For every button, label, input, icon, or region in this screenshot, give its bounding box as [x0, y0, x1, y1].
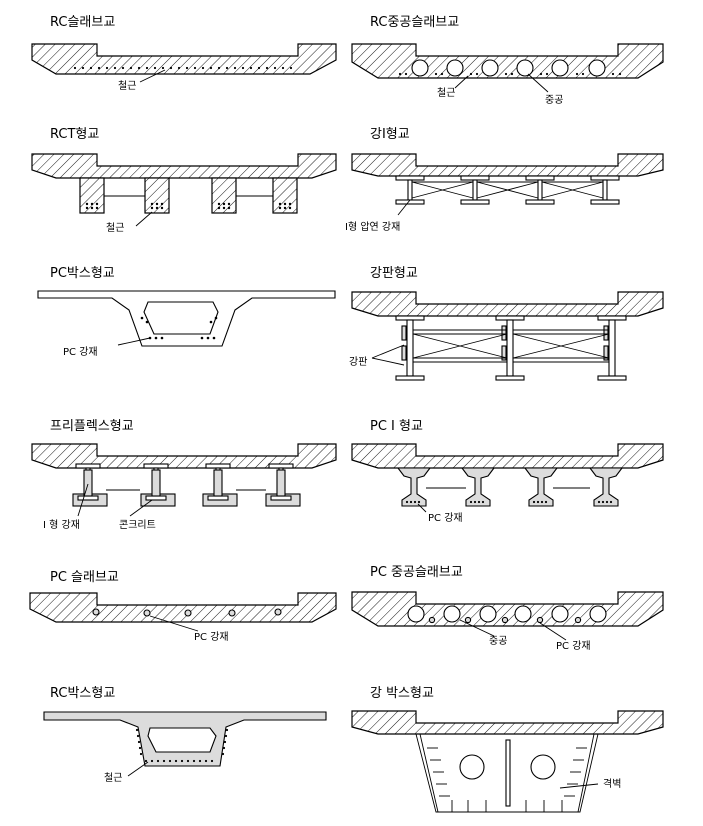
label-diaphragm: 격벽: [603, 777, 621, 790]
panel-title: RC슬래브교: [50, 15, 115, 30]
panel-title: PC 슬래브교: [50, 570, 119, 585]
pc-i-girders: [396, 467, 624, 507]
panel-pc-i-girder: PC I 형교 PC 강재: [351, 419, 664, 524]
panel-rct: RCT형교 철근: [31, 127, 337, 234]
panel-title: PC I 형교: [370, 419, 423, 434]
rebar-dots: [85, 202, 292, 210]
label-pc-steel: PC 강재: [428, 512, 463, 524]
panel-steel-plate-girder: 강판형교 강판: [349, 266, 664, 381]
label-pc-steel: PC 강재: [194, 631, 229, 643]
panel-title: RC박스형교: [50, 686, 115, 701]
rebar-dots: [135, 728, 229, 763]
label-pc-steel: PC 강재: [556, 640, 591, 652]
panel-title: RCT형교: [50, 127, 99, 142]
label-i-steel: I 형 강재: [43, 519, 80, 531]
label-rolled-i-steel: I형 압연 강재: [345, 220, 400, 233]
panel-rc-hollow-slab: RC중공슬래브교 철근 중공: [351, 15, 664, 106]
label-rebar: 철근: [118, 80, 136, 92]
tendon-blocks: [140, 316, 218, 340]
label-steel-plate: 강판: [349, 356, 367, 368]
panel-pc-slab: PC 슬래브교 PC 강재: [29, 570, 337, 643]
label-rebar: 철근: [104, 772, 122, 784]
panel-title: 강판형교: [370, 266, 418, 281]
label-void: 중공: [545, 94, 563, 106]
panel-rc-slab: RC슬래브교 철근: [31, 15, 337, 92]
panel-title: PC 중공슬래브교: [370, 565, 463, 580]
cross-bracing: [411, 181, 604, 199]
tendons: [92, 608, 282, 617]
void-circles: [411, 59, 606, 77]
rebar-dots: [398, 72, 622, 76]
panel-pc-hollow-slab: PC 중공슬래브교 중공 PC 강재: [351, 565, 664, 652]
panel-title: RC중공슬래브교: [370, 15, 459, 30]
label-concrete: 콘크리트: [119, 519, 156, 531]
panel-steel-i-girder: 강I형교 I형 압연 강재: [345, 127, 664, 233]
panel-preflex: 프리플렉스형교 I 형 강재 콘크리트: [31, 419, 337, 531]
panel-rc-box: RC박스형교 철근: [43, 686, 327, 784]
i-girders: [395, 175, 620, 205]
label-void: 중공: [489, 635, 507, 647]
tendons: [428, 616, 582, 624]
preflex-girders: [72, 463, 301, 507]
label-rebar: 철근: [437, 87, 455, 99]
label-pc-steel: PC 강재: [63, 346, 98, 358]
label-rebar: 철근: [106, 222, 124, 234]
panel-steel-box: 강 박스형교 격벽: [351, 686, 664, 813]
void-circles: [407, 605, 607, 623]
rebar-dots: [73, 66, 293, 70]
stiffeners: [401, 325, 609, 361]
stiffeners: [427, 747, 587, 812]
plate-girders: [395, 315, 627, 381]
panel-title: 강I형교: [370, 127, 410, 142]
panel-title: 프리플렉스형교: [50, 419, 134, 434]
panel-title: PC박스형교: [50, 266, 115, 281]
panel-pc-box: PC박스형교 PC 강재: [37, 266, 336, 358]
cross-frames: [412, 329, 610, 363]
tendon-dots: [405, 500, 613, 504]
panel-title: 강 박스형교: [370, 686, 434, 701]
